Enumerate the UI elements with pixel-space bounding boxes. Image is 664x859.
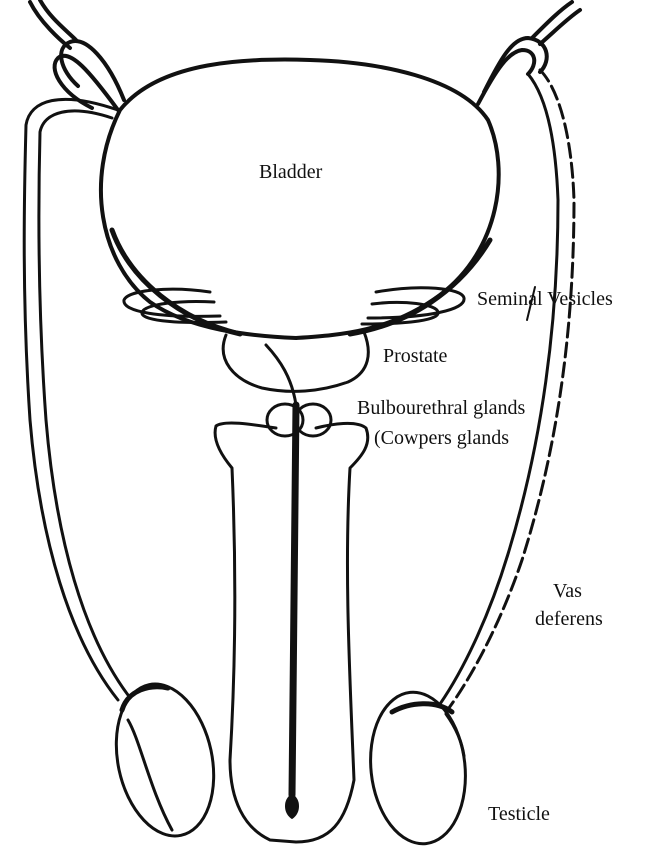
left-testicle <box>103 675 227 845</box>
label-bladder: Bladder <box>259 161 322 183</box>
right-testicle <box>363 688 472 849</box>
label-seminal-vesicles: Seminal Vesicles <box>477 288 613 310</box>
label-bulbourethral-glands: Bulbourethral glands <box>357 397 525 419</box>
left-vas-deferens <box>24 99 128 700</box>
prostate-outline <box>223 332 368 391</box>
right-upper-loop <box>478 2 580 104</box>
label-vas: Vas <box>553 580 582 602</box>
left-upper-loop <box>30 0 124 110</box>
urethra-top <box>266 345 296 405</box>
urethra-tip <box>286 795 298 818</box>
label-deferens: deferens <box>535 608 603 630</box>
urethra <box>292 405 296 795</box>
label-prostate: Prostate <box>383 345 447 367</box>
label-testicle: Testicle <box>488 803 550 825</box>
label-cowpers-glands: (Cowpers glands <box>374 427 509 449</box>
